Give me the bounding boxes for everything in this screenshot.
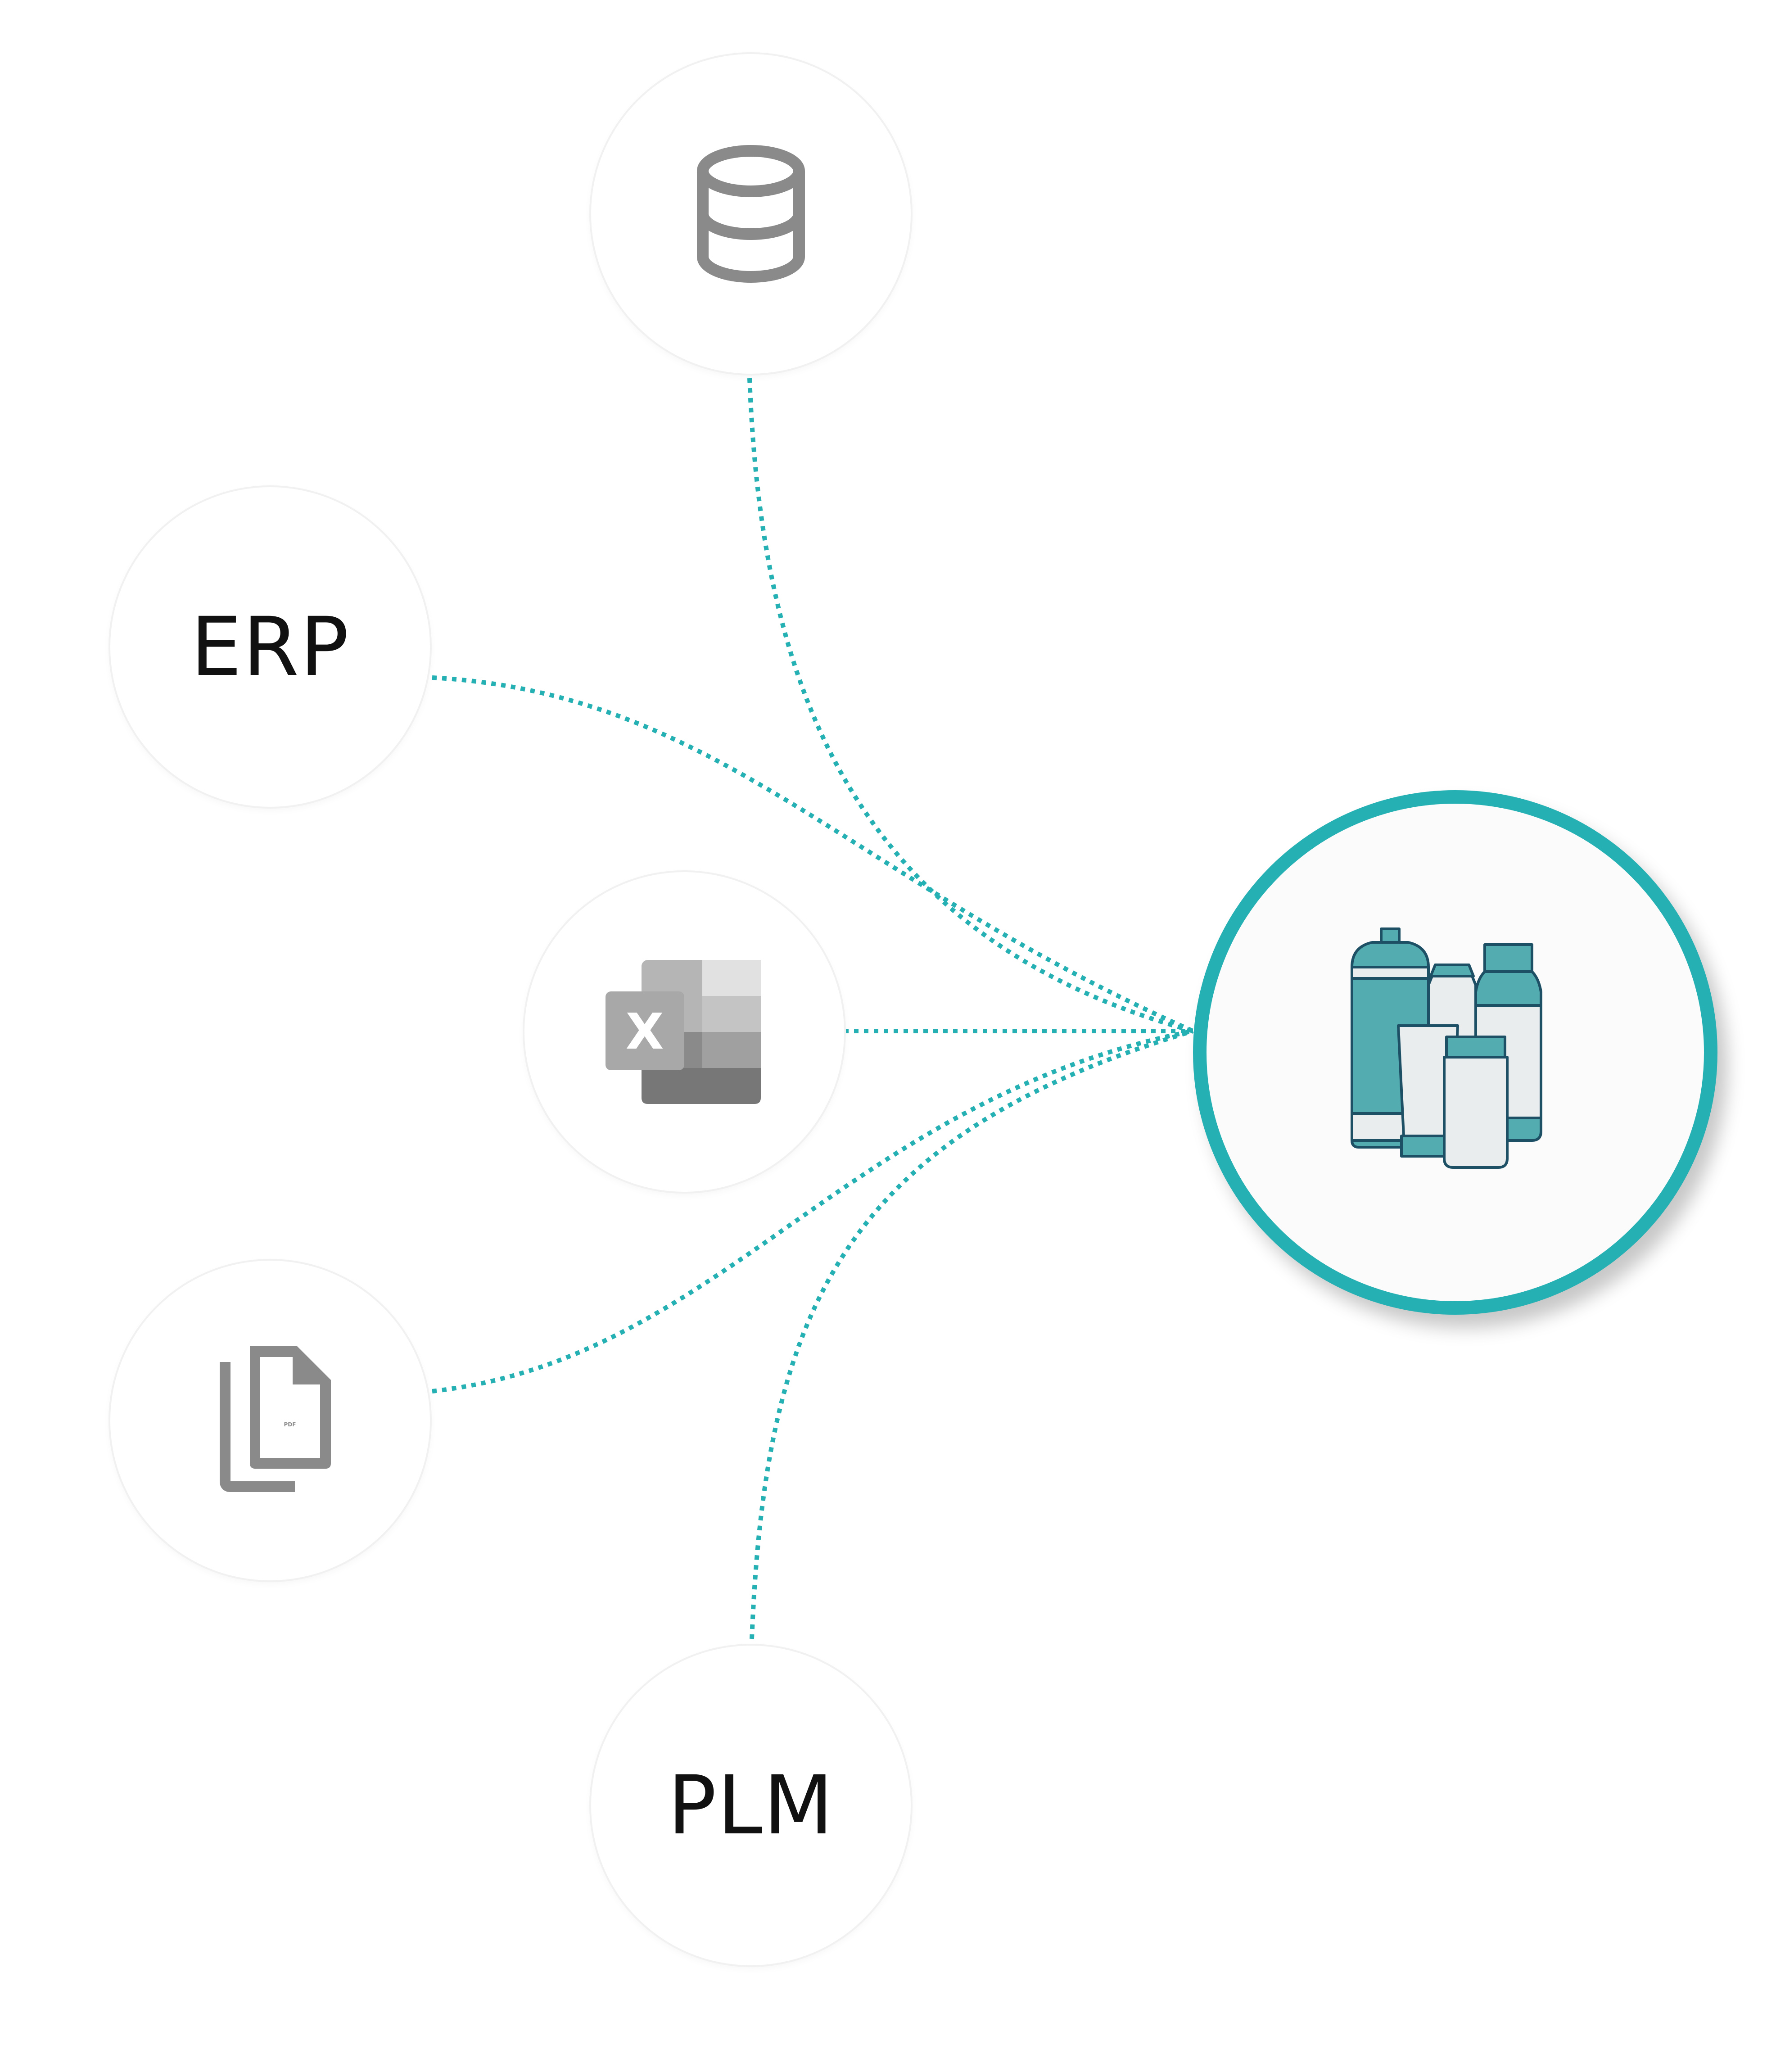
connector-database — [747, 378, 1194, 1033]
products-hub — [1193, 790, 1717, 1315]
pdf-node: PDF — [110, 1261, 430, 1580]
plm-label: PLM — [667, 1758, 835, 1853]
product-bottles-icon — [1350, 927, 1542, 1169]
pdf-documents-icon: PDF — [220, 1346, 331, 1492]
connector-pdf — [432, 1029, 1193, 1393]
database-icon — [697, 145, 805, 283]
erp-label: ERP — [190, 600, 350, 694]
erp-node: ERP — [110, 487, 430, 807]
connector-plm — [750, 1029, 1194, 1639]
pdf-label: PDF — [284, 1421, 296, 1428]
plm-node: PLM — [591, 1646, 911, 1965]
excel-letter: X — [626, 1003, 664, 1060]
excel-icon: X — [606, 960, 761, 1104]
excel-node: X — [524, 872, 844, 1192]
database-node — [591, 54, 911, 374]
connector-erp — [432, 675, 1194, 1033]
